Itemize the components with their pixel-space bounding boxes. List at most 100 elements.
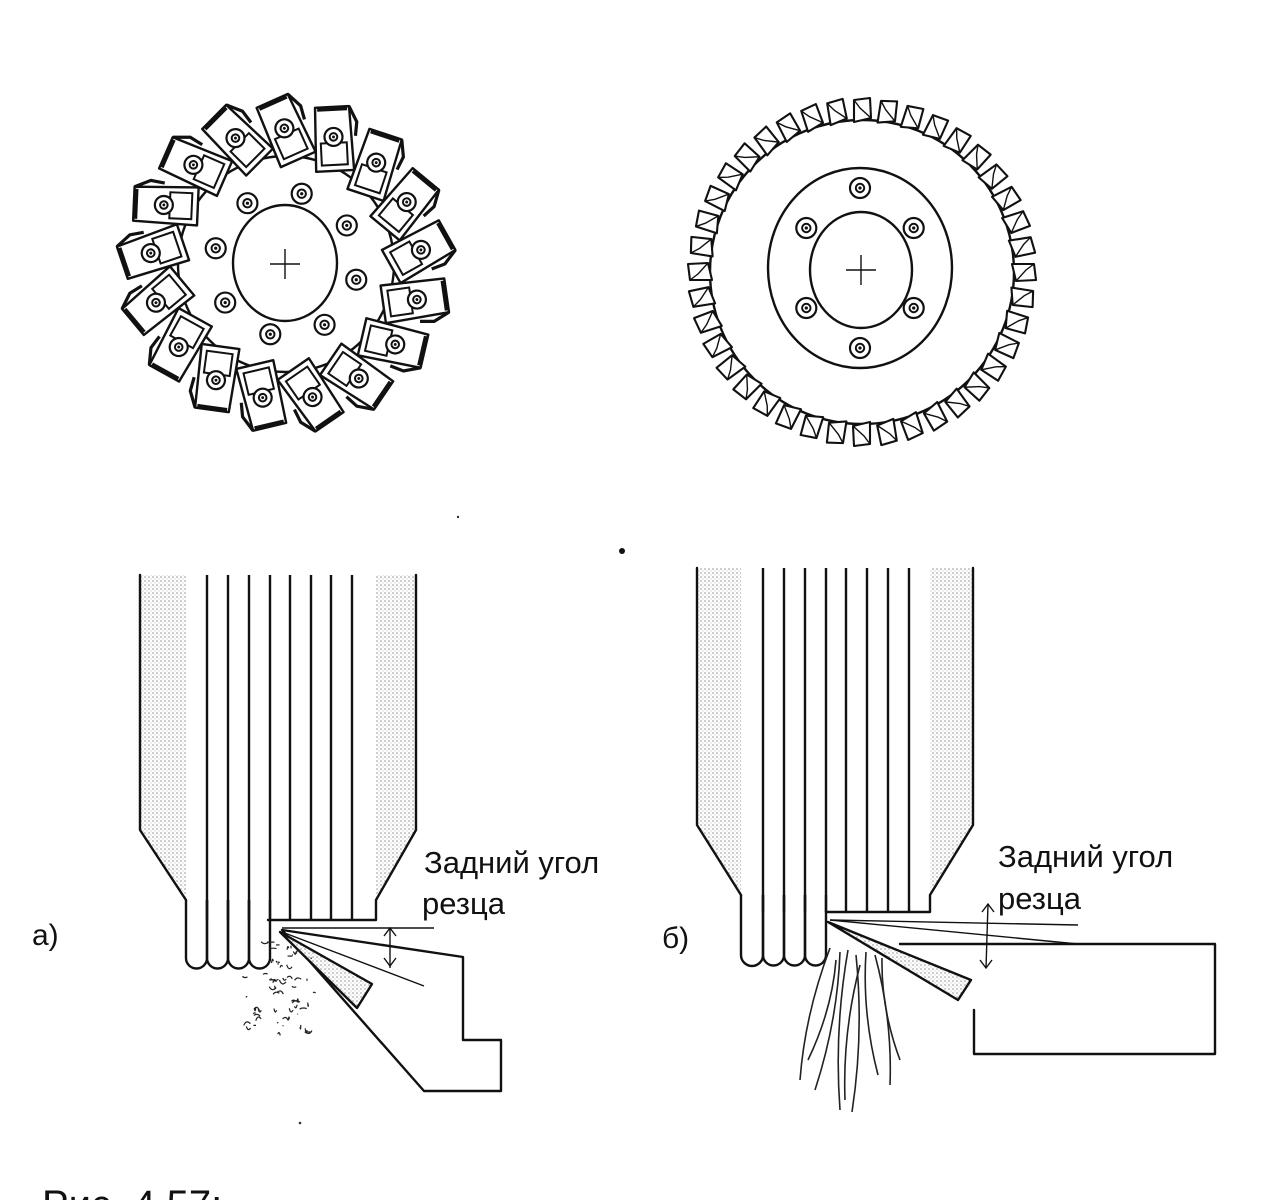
chip (269, 947, 277, 950)
annotation-clearance-angle-line2: резца (422, 886, 506, 921)
chip (286, 945, 290, 950)
insert (356, 317, 430, 373)
board-edge-right (930, 568, 973, 895)
chip (293, 1004, 298, 1009)
insert (235, 358, 288, 432)
tooth (694, 209, 720, 235)
chip (252, 1012, 257, 1015)
bolt (385, 334, 406, 355)
chip (286, 975, 293, 980)
chip (287, 1016, 291, 1021)
flank-line (281, 931, 425, 987)
chip (270, 977, 279, 982)
bolt (345, 268, 368, 291)
panel-label-a: а) (32, 919, 59, 952)
bolt (205, 370, 227, 391)
tooth (876, 417, 898, 447)
shaving (807, 959, 837, 1061)
bolt (313, 313, 336, 336)
chip (270, 958, 274, 964)
wood-fibers (739, 568, 911, 968)
tooth (704, 184, 730, 213)
shaving (881, 957, 901, 1061)
insert (131, 178, 200, 227)
fiber-end (205, 900, 230, 970)
cutter-teeth (686, 96, 1038, 448)
bolt (168, 336, 189, 358)
chip (253, 1006, 261, 1012)
bolt (323, 126, 344, 148)
tooth (717, 162, 744, 192)
tooth (826, 97, 848, 127)
chip (290, 999, 296, 1002)
angle-dimension (985, 903, 989, 969)
tooth (922, 400, 949, 432)
tooth (774, 404, 803, 430)
annotation-clearance-angle-line1: Задний угол (998, 839, 1173, 874)
chip (243, 1021, 251, 1026)
bolt (214, 291, 237, 314)
chip (245, 995, 248, 998)
shaving (851, 954, 860, 1113)
chip (278, 979, 287, 985)
chip (307, 1002, 310, 1007)
tooth (1001, 210, 1032, 235)
chip (291, 985, 297, 988)
chip (304, 1030, 313, 1035)
mounting-bolts (795, 176, 925, 360)
chip (277, 1032, 281, 1036)
board-outline-left (138, 573, 188, 902)
chip (268, 978, 276, 981)
tooth (752, 390, 782, 417)
shaving (864, 951, 879, 1076)
board-outline-right (266, 573, 418, 922)
bolt (902, 296, 925, 320)
bolt (290, 182, 313, 205)
chip (296, 998, 299, 1003)
tooth (963, 371, 991, 402)
bolt (396, 191, 417, 213)
bolt (204, 237, 227, 260)
flank-line (829, 919, 1079, 945)
tooth (876, 99, 899, 124)
shaving (837, 949, 849, 1111)
tooth (942, 127, 972, 154)
tooth (686, 261, 714, 282)
panel-label-b: б) (662, 922, 689, 955)
chip (294, 950, 301, 956)
chip (299, 1007, 307, 1010)
bolt (302, 386, 323, 408)
tooth (851, 420, 872, 448)
insert (255, 92, 317, 169)
chip (277, 961, 281, 964)
tooth (899, 104, 925, 130)
tooth (921, 114, 950, 140)
chip (279, 964, 284, 968)
tooth (994, 331, 1020, 360)
fiber-end (782, 895, 807, 967)
bolt (795, 296, 818, 320)
tooth (1007, 236, 1037, 258)
chip (282, 977, 287, 981)
chip (286, 964, 293, 970)
shaving (799, 947, 831, 1081)
tooth (775, 112, 802, 144)
chip (299, 1024, 302, 1030)
fiber-end (247, 900, 272, 970)
bolt (153, 194, 174, 216)
tooth (733, 142, 761, 173)
bolt (795, 216, 818, 240)
cutter-head-large-inserts (115, 92, 457, 433)
tooth (990, 185, 1022, 212)
chip (276, 990, 284, 995)
bolt (225, 127, 246, 149)
tooth (687, 286, 717, 308)
arrow-up-icon (981, 902, 995, 913)
wood-fibers (184, 575, 354, 970)
chip (260, 941, 269, 945)
bolt (236, 192, 259, 215)
chip (294, 977, 302, 981)
bolt (406, 289, 428, 310)
tooth (702, 332, 734, 359)
bolt (848, 336, 872, 360)
